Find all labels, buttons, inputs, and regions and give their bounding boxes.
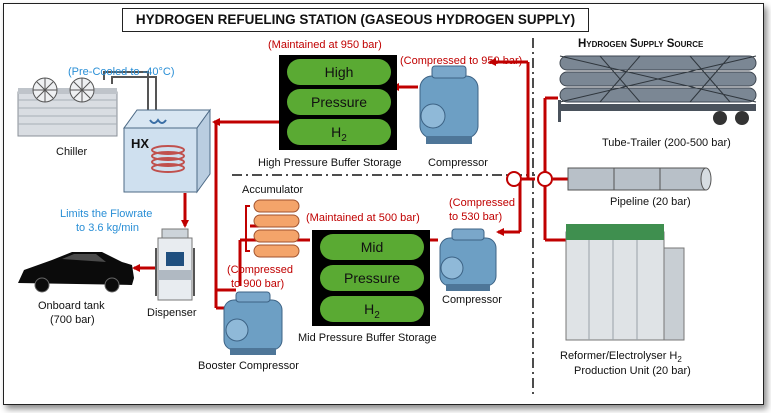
pipeline-label: Pipeline (20 bar) <box>610 196 691 208</box>
accumulator <box>245 199 300 258</box>
compressor-top-icon <box>419 65 479 144</box>
reformer-label-1-text: Reformer/Electrolyser H <box>560 350 678 362</box>
compressed-950-label: (Compressed to 950 bar) <box>400 55 523 67</box>
mid-storage-pill-3: H2 <box>320 296 424 322</box>
compressed-530-label-2: to 530 bar) <box>449 211 503 223</box>
high-pressure-storage: High Pressure H2 <box>279 55 397 150</box>
booster-compressor-icon <box>223 291 283 355</box>
high-storage-pill-1: High <box>287 59 391 85</box>
high-storage-pill-3-sub: 2 <box>341 132 347 144</box>
dispenser-label: Dispenser <box>147 307 197 319</box>
compressor-top-label: Compressor <box>428 157 488 169</box>
mid-storage-label: Mid Pressure Buffer Storage <box>298 332 437 344</box>
high-storage-pill-3: H2 <box>287 119 391 145</box>
high-storage-label: High Pressure Buffer Storage <box>258 157 402 169</box>
mid-storage-pill-3-text: H <box>364 301 375 317</box>
junction-valve-2 <box>537 171 553 187</box>
limits-flowrate-label-2: to 3.6 kg/min <box>76 222 139 234</box>
high-storage-pill-3-text: H <box>331 124 342 140</box>
compressor-mid-label: Compressor <box>442 294 502 306</box>
supply-source-title: Hydrogen Supply Source <box>578 38 704 50</box>
pipeline-icon <box>567 167 712 191</box>
mid-storage-pill-1: Mid <box>320 234 424 260</box>
mid-pressure-storage: Mid Pressure H2 <box>312 230 430 326</box>
limits-flowrate-label-1: Limits the Flowrate <box>60 208 153 220</box>
tube-trailer-icon <box>558 55 757 125</box>
diagram-title: HYDROGEN REFUELING STATION (GASEOUS HYDR… <box>122 8 589 32</box>
reformer-label-1: Reformer/Electrolyser H2 <box>560 350 682 364</box>
car-silhouette <box>18 252 134 293</box>
booster-compressor-label: Booster Compressor <box>198 360 299 372</box>
compressed-900-label-2: to 900 bar) <box>231 278 285 290</box>
dispenser <box>155 228 195 301</box>
reformer-label-2: Production Unit (20 bar) <box>574 365 691 377</box>
heat-exchanger <box>123 108 211 194</box>
compressor-mid-icon <box>439 228 497 291</box>
maintained-950-label: (Maintained at 950 bar) <box>268 39 382 51</box>
mid-storage-pill-3-sub: 2 <box>374 309 380 321</box>
compressed-530-label-1: (Compressed <box>449 197 516 209</box>
compressed-900-label-1: (Compressed <box>227 264 294 276</box>
pre-cooled-label: (Pre-Cooled to -40°C) <box>68 66 175 78</box>
reformer-label-1-sub: 2 <box>677 355 682 365</box>
mid-storage-pill-2: Pressure <box>320 265 424 291</box>
coolant-lines <box>103 71 157 118</box>
chiller-unit <box>17 77 118 137</box>
onboard-tank-label-1: Onboard tank <box>38 300 105 312</box>
hx-label: HX <box>131 136 150 151</box>
tube-trailer-label: Tube-Trailer (200-500 bar) <box>602 137 731 149</box>
onboard-tank-label-2: (700 bar) <box>50 314 95 326</box>
high-storage-pill-2: Pressure <box>287 89 391 115</box>
reformer-electrolyser-icon <box>565 224 685 341</box>
maintained-500-label: (Maintained at 500 bar) <box>306 212 420 224</box>
accumulator-label: Accumulator <box>242 184 304 196</box>
chiller-label: Chiller <box>56 146 88 158</box>
junction-valve-1 <box>506 171 522 187</box>
